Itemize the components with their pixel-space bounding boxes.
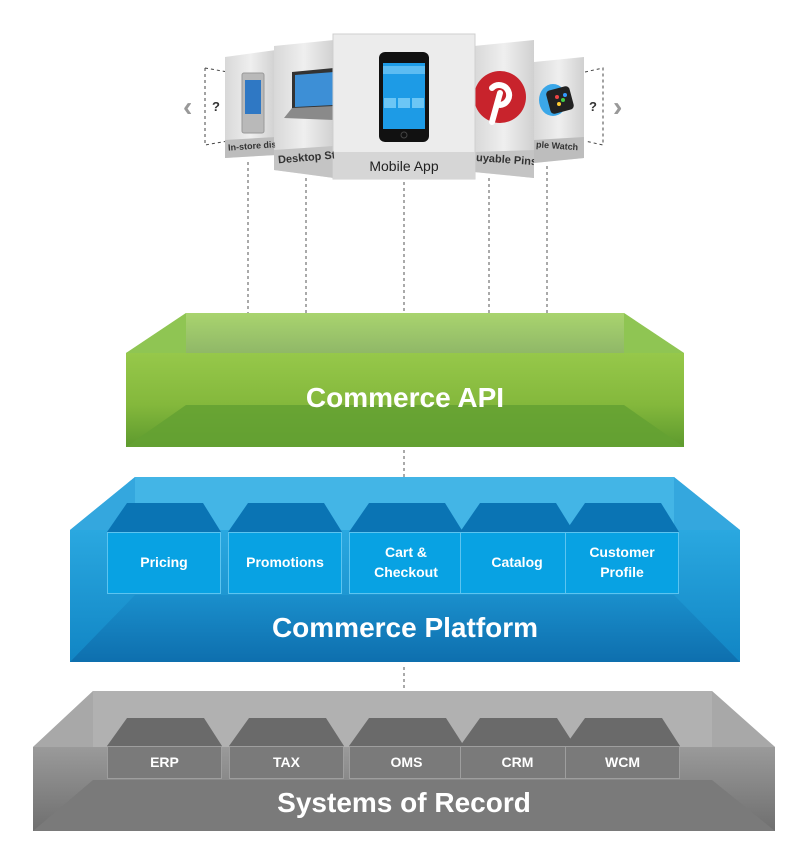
- platform-module-top: [228, 503, 342, 532]
- chevron-right-icon[interactable]: ›: [613, 91, 623, 122]
- placeholder-right-label: ?: [589, 99, 597, 114]
- placeholder-frame-left: [204, 67, 229, 146]
- commerce-api-title: Commerce API: [305, 382, 505, 413]
- records-module-label: ERP: [150, 753, 179, 770]
- records-module-face: CRM: [460, 746, 575, 779]
- platform-module-customer-profile[interactable]: Customer Profile: [565, 503, 679, 594]
- records-module-tax[interactable]: TAX: [229, 718, 344, 779]
- platform-module-label: Pricing: [140, 554, 188, 571]
- platform-module-face: Cart & Checkout: [349, 532, 463, 594]
- records-module-face: TAX: [229, 746, 344, 779]
- records-module-face: ERP: [107, 746, 222, 779]
- pinterest-icon: [474, 71, 526, 125]
- placeholder-left-label: ?: [212, 99, 220, 114]
- smartphone-icon: [379, 52, 429, 142]
- records-module-crm[interactable]: CRM: [460, 718, 575, 779]
- records-module-label: TAX: [273, 753, 300, 770]
- platform-module-face: Catalog: [460, 532, 574, 594]
- platform-module-face: Pricing: [107, 532, 221, 594]
- platform-module-pricing[interactable]: Pricing: [107, 503, 221, 594]
- records-module-label: OMS: [390, 753, 423, 770]
- platform-module-cart-checkout[interactable]: Cart & Checkout: [349, 503, 463, 594]
- chevron-left-icon[interactable]: ‹: [183, 91, 193, 122]
- platform-module-top: [460, 503, 574, 532]
- records-module-label: CRM: [501, 753, 534, 770]
- laptop-icon: [284, 68, 334, 120]
- platform-module-label: Catalog: [491, 554, 543, 571]
- platform-module-label: Customer Profile: [589, 544, 655, 580]
- systems-of-record-title: Systems of Record: [277, 787, 531, 818]
- smartwatch-icon: [539, 84, 574, 116]
- platform-module-top: [107, 503, 221, 532]
- records-module-top: [107, 718, 222, 746]
- platform-module-top: [565, 503, 679, 532]
- platform-module-top: [349, 503, 463, 532]
- channel-card-instore[interactable]: [225, 50, 276, 158]
- records-module-face: OMS: [349, 746, 464, 779]
- platform-module-label: Promotions: [246, 554, 324, 571]
- platform-module-face: Customer Profile: [565, 532, 679, 594]
- records-module-face: WCM: [565, 746, 680, 779]
- platform-module-catalog[interactable]: Catalog: [460, 503, 574, 594]
- records-module-top: [229, 718, 344, 746]
- records-module-top: [349, 718, 464, 746]
- channel-card-desktop[interactable]: [274, 40, 334, 178]
- records-module-label: WCM: [605, 753, 640, 770]
- placeholder-frame-right: [584, 67, 604, 146]
- platform-module-face: Promotions: [228, 532, 342, 594]
- channel-card-pins[interactable]: [474, 40, 534, 178]
- records-module-top: [460, 718, 575, 746]
- records-module-oms[interactable]: OMS: [349, 718, 464, 779]
- records-module-top: [565, 718, 680, 746]
- platform-module-promotions[interactable]: Promotions: [228, 503, 342, 594]
- channel-label-mobile: Mobile App: [369, 158, 439, 174]
- commerce-api-layer[interactable]: [126, 313, 684, 447]
- platform-module-label: Cart & Checkout: [374, 544, 438, 580]
- channel-card-mobile[interactable]: [332, 33, 476, 180]
- records-module-wcm[interactable]: WCM: [565, 718, 680, 779]
- records-module-erp[interactable]: ERP: [107, 718, 222, 779]
- commerce-platform-title: Commerce Platform: [271, 612, 539, 643]
- channel-card-watch[interactable]: [534, 57, 584, 163]
